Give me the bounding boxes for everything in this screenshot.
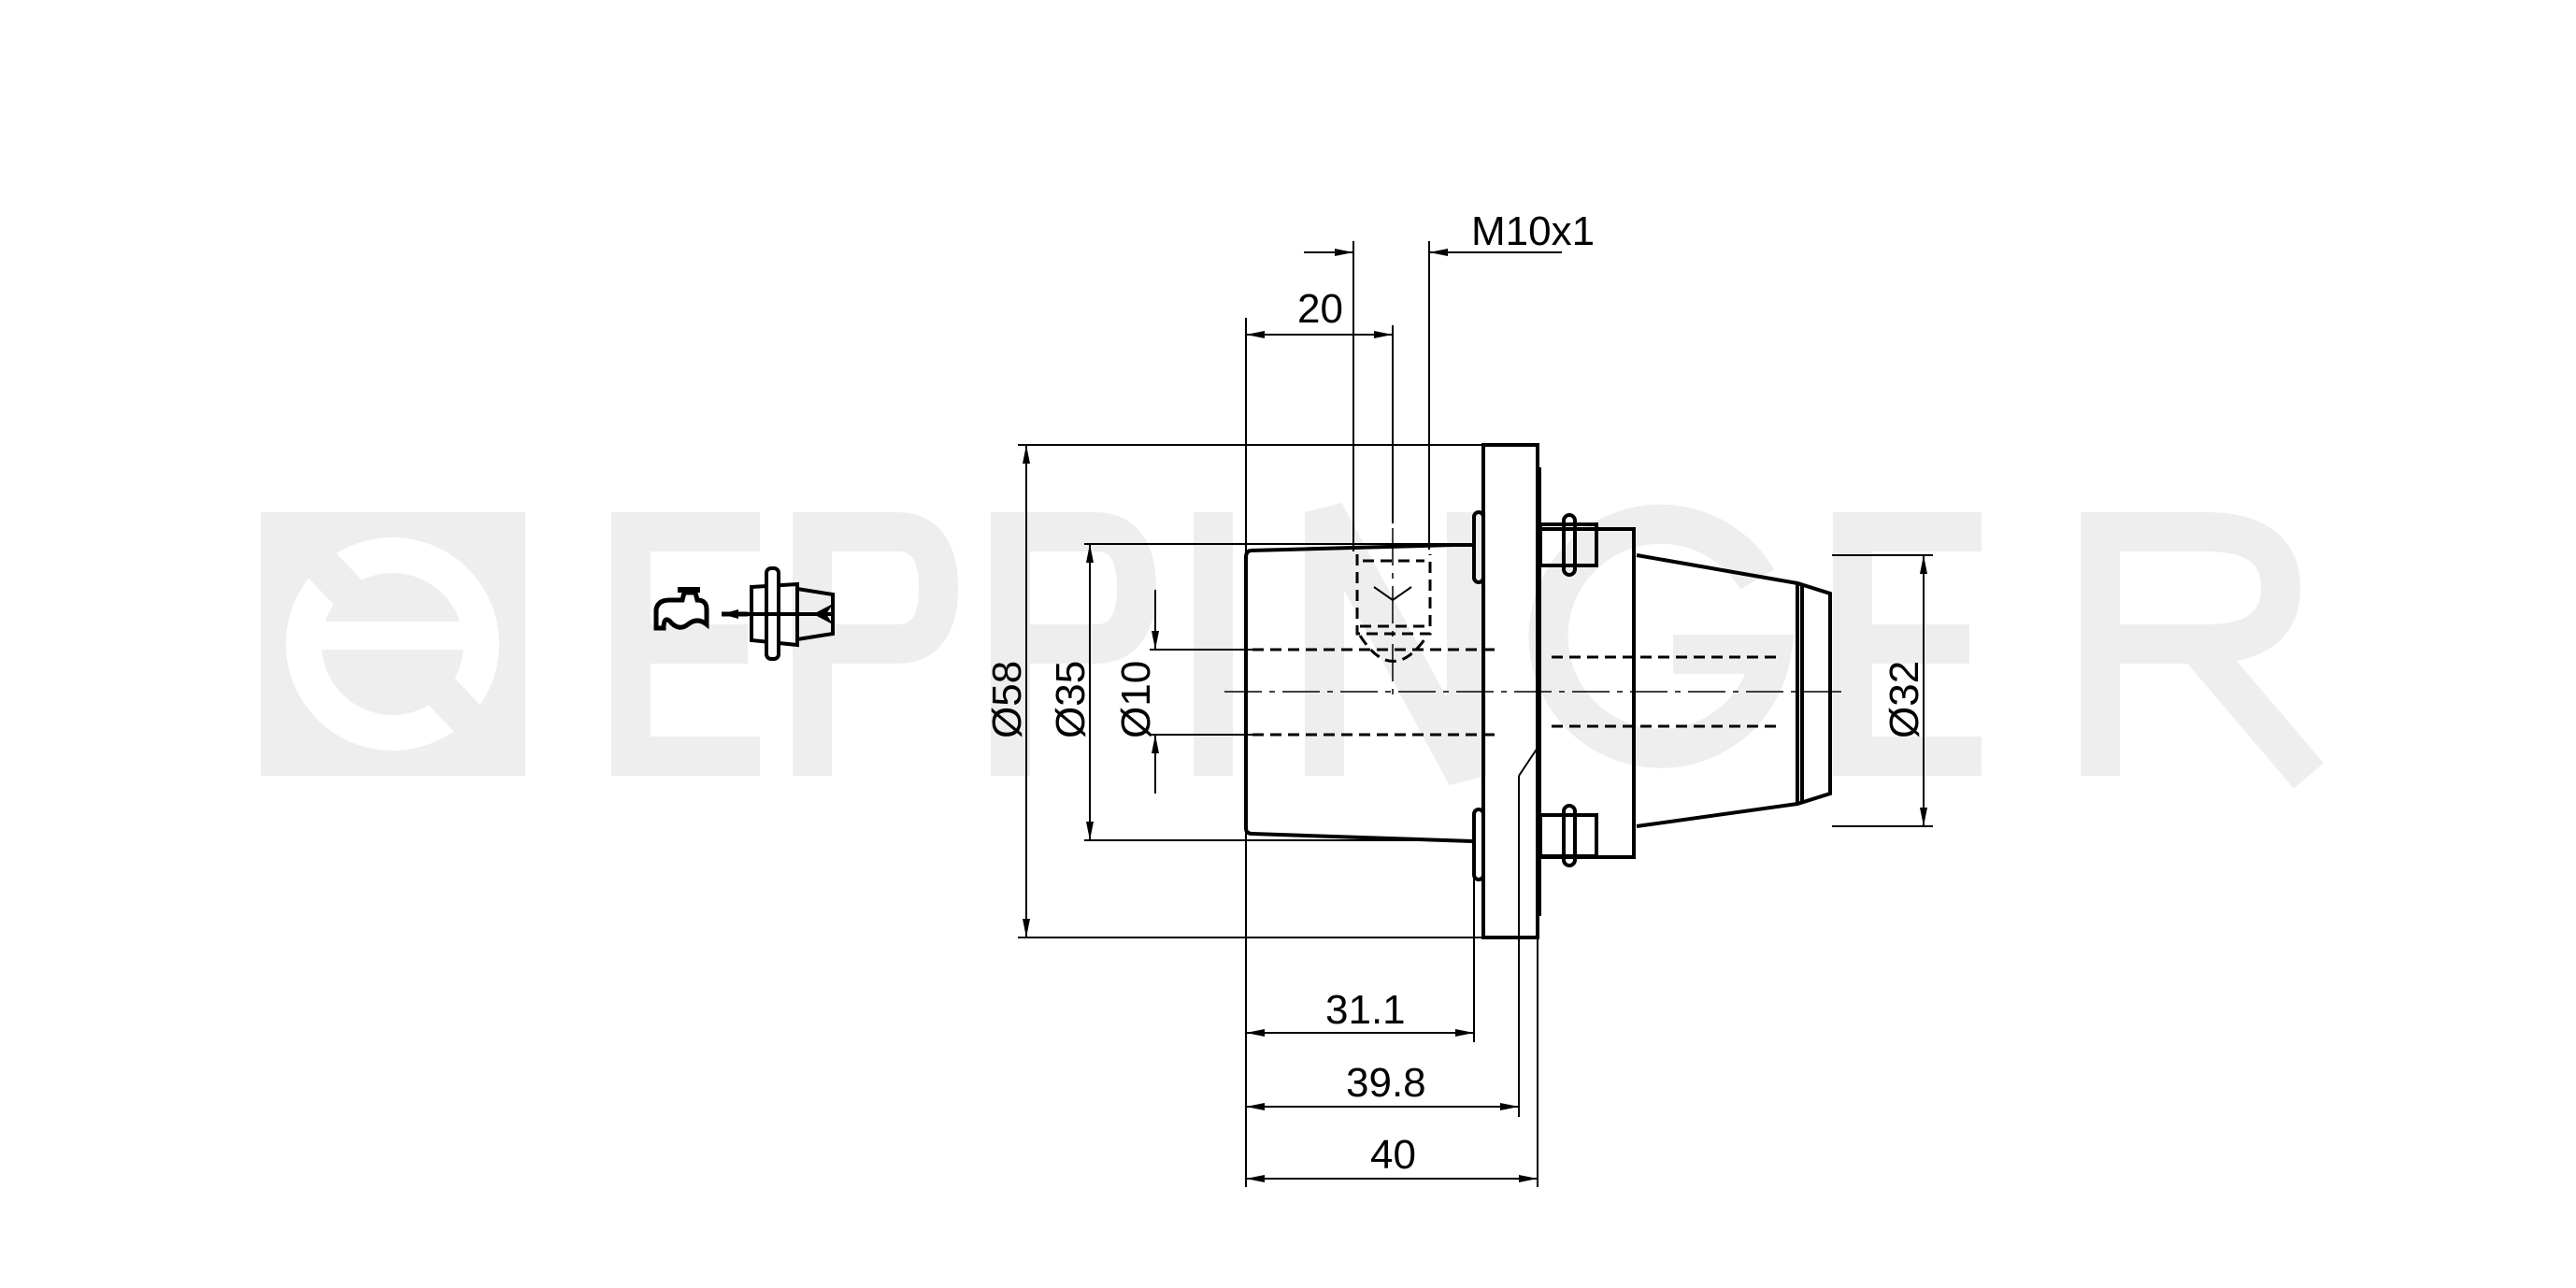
dia-35-label: Ø35 [1048, 661, 1094, 738]
water-tap-icon [653, 587, 709, 631]
dim-39-8-label: 39.8 [1346, 1060, 1426, 1106]
dia-32-label: Ø32 [1882, 661, 1927, 738]
dia-58-label: Ø58 [984, 661, 1030, 738]
coolant-supply-icon [653, 566, 835, 661]
bolt-bottom [1538, 804, 1598, 867]
thread-label: M10x1 [1471, 208, 1595, 254]
dim-20-label: 20 [1297, 286, 1343, 332]
bolt-top [1538, 513, 1598, 577]
taper-shank [1636, 553, 1832, 828]
brand-watermark [261, 503, 2324, 789]
dim-31-1-label: 31.1 [1325, 987, 1406, 1033]
dimensions: M10x1 20 31.1 39.8 40 Ø58 Ø35 Ø10 Ø32 [984, 208, 1933, 1187]
watermark-lettering [611, 503, 2324, 789]
dim-40-label: 40 [1370, 1132, 1416, 1178]
dia-10-label: Ø10 [1113, 661, 1159, 738]
tool-holder-icon [748, 566, 835, 661]
